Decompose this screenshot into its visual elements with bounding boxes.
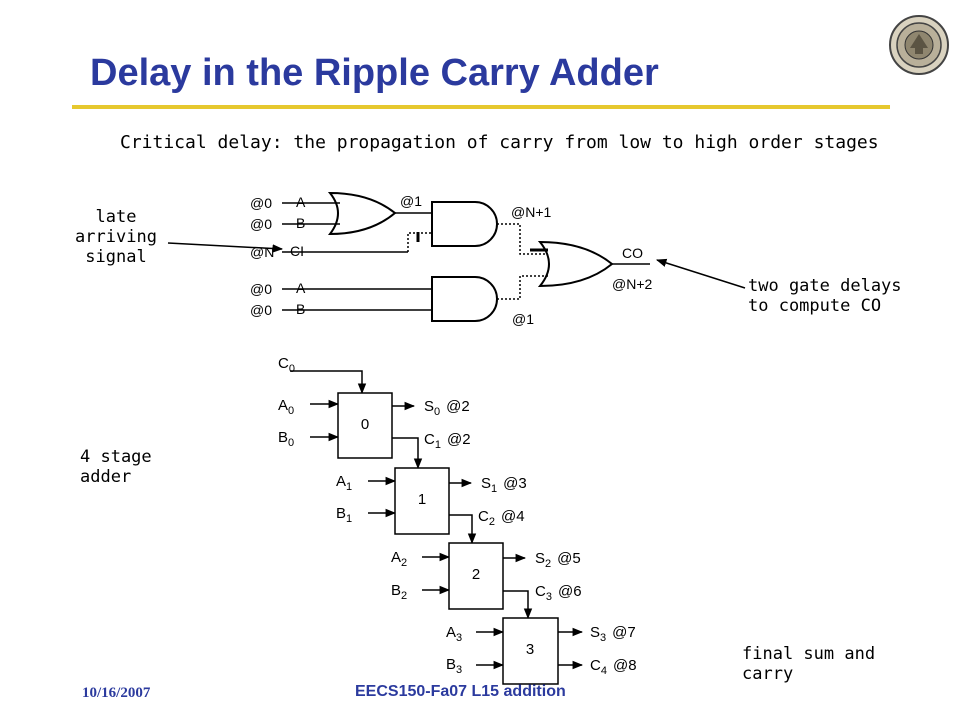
or-gate-1 [327,191,397,236]
and-gate-1 [431,201,498,247]
input-name: B [296,215,305,231]
input-name: A [296,280,306,296]
note-line: carry [742,664,794,684]
input-a-label: A1 [336,473,352,493]
stage-index: 3 [526,641,534,658]
input-b-label: B3 [446,656,462,676]
carry-out-label: C4@8 [590,657,637,677]
footer-date: 10/16/2007 [82,685,151,701]
late-arrow [167,242,284,253]
input-a-label: A3 [446,624,462,644]
input-a-label: A2 [391,549,407,569]
input-time: @0 [250,281,272,297]
co-arrow [655,258,746,289]
and1-output-time: @N+1 [511,204,551,220]
input-time: @0 [250,302,272,318]
carry-out-label: C2@4 [478,508,525,528]
adder-stage-2 [448,542,504,610]
gate-diagram [167,191,746,322]
slide-title: Delay in the Ripple Carry Adder [90,52,659,94]
input-b-label: B0 [278,429,294,449]
stage-index: 0 [361,416,369,433]
late-arriving-note: late arriving signal [66,207,166,267]
sum-label: S3@7 [590,624,636,644]
adder-labels: 0 1 2 3 C0 A0 B0 S0@2 C1@2 A1 B1 S1@3 C2… [278,355,637,677]
co-label: CO [622,245,643,261]
input-b-label: B2 [391,582,407,602]
and1-output-wire [497,223,548,255]
and2-output-time: @1 [512,311,534,327]
footer-course: EECS150-Fa07 L15 addition [355,683,566,700]
sum-label: S1@3 [481,475,527,495]
note-line: two gate delays [748,276,902,296]
subtitle: Critical delay: the propagation of carry… [120,132,879,153]
four-stage-adder-note: 4 stage adder [80,447,152,487]
input-time: @0 [250,216,272,232]
gate-labels: @0 @0 @N A B CI @0 @0 A B @1 @N+1 @1 CO … [250,193,652,327]
and-gate-2 [431,276,498,322]
note-line: signal [85,247,147,267]
university-seal-icon [889,15,949,75]
adder-stage-3 [502,617,559,685]
adder-wires [290,370,584,670]
adder-stage-0 [337,392,393,459]
note-line: arriving [75,227,157,247]
adder-boxes [337,392,559,685]
stage-index: 2 [472,566,480,583]
ci-wire [407,232,432,252]
carry-out-label: C1@2 [424,431,471,451]
or1-output-time: @1 [400,193,422,209]
input-name: CI [290,243,304,259]
and2-output-wire [497,275,548,300]
title-underline [72,105,890,109]
input-name: B [296,301,305,317]
adder-stage-1 [394,467,450,535]
note-line: 4 stage [80,447,152,467]
carry-in-label: C0 [278,355,295,375]
note-line: adder [80,467,132,487]
note-line: to compute CO [748,296,882,316]
input-name: A [296,194,306,210]
input-b-label: B1 [336,505,352,525]
co-time: @N+2 [612,276,652,292]
stage-index: 1 [418,491,426,508]
note-line: final sum and [742,644,876,664]
final-sum-note: final sum and carry [742,644,875,684]
input-time: @0 [250,195,272,211]
sum-label: S2@5 [535,550,581,570]
or-gate-2 [537,240,614,288]
note-line: late [95,207,137,227]
carry-out-label: C3@6 [535,583,582,603]
input-a-label: A0 [278,397,294,417]
input-time: @N [250,244,274,260]
sum-label: S0@2 [424,398,470,418]
two-gate-delays-note: two gate delays to compute CO [748,276,902,316]
